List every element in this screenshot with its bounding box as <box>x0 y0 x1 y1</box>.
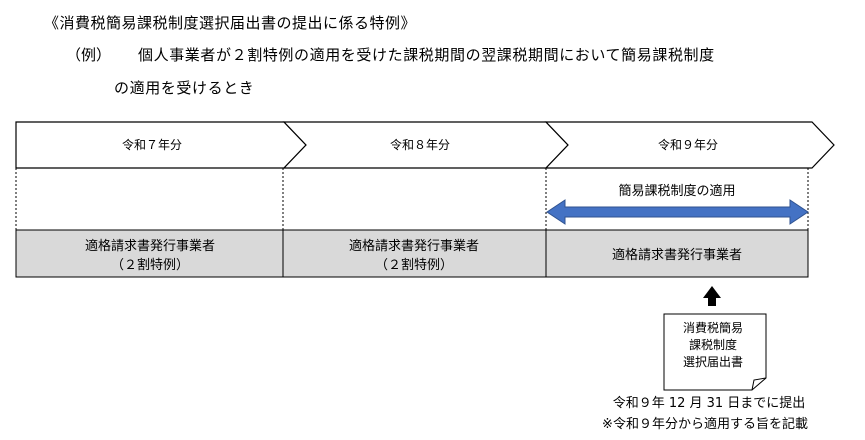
status-r9-line1: 適格請求書発行事業者 <box>612 247 742 263</box>
page-title: 《消費税簡易課税制度選択届出書の提出に係る特例》 <box>44 14 417 32</box>
simplified-usage-label: 簡易課税制度の適用 <box>618 183 735 199</box>
status-box-r8 <box>282 229 547 278</box>
deadline-remark: ※令和９年分から適用する旨を記載 <box>602 416 808 432</box>
form-text-line2: 課税制度 <box>689 337 737 352</box>
example-label: （例） <box>66 46 112 64</box>
status-r7-line2: （２割特例） <box>111 257 189 273</box>
status-r8-line2: （２割特例） <box>375 257 453 273</box>
status-r7-line1: 適格請求書発行事業者 <box>85 238 215 254</box>
year-label-r9: 令和９年分 <box>658 137 718 152</box>
form-document <box>663 313 767 391</box>
example-text-line1: 個人事業者が２割特例の適用を受けた課税期間の翌課税期間において簡易課税制度 <box>138 46 715 64</box>
year-label-r7: 令和７年分 <box>122 137 182 152</box>
status-box-r9 <box>545 229 809 278</box>
deadline-note: 令和９年 12 月 31 日までに提出 <box>613 395 806 411</box>
submission-up-arrow <box>703 286 721 306</box>
form-text-line1: 消費税簡易 <box>683 320 743 335</box>
status-r8-line1: 適格請求書発行事業者 <box>349 238 479 254</box>
example-text-line2: の適用を受けるとき <box>114 79 255 97</box>
form-document-fold <box>751 377 767 391</box>
year-label-r8: 令和８年分 <box>390 137 450 152</box>
dotted-separators <box>15 168 809 230</box>
usage-double-arrow <box>546 199 809 225</box>
year-arrow-r9 <box>544 121 835 169</box>
form-text-line3: 選択届出書 <box>683 355 743 369</box>
